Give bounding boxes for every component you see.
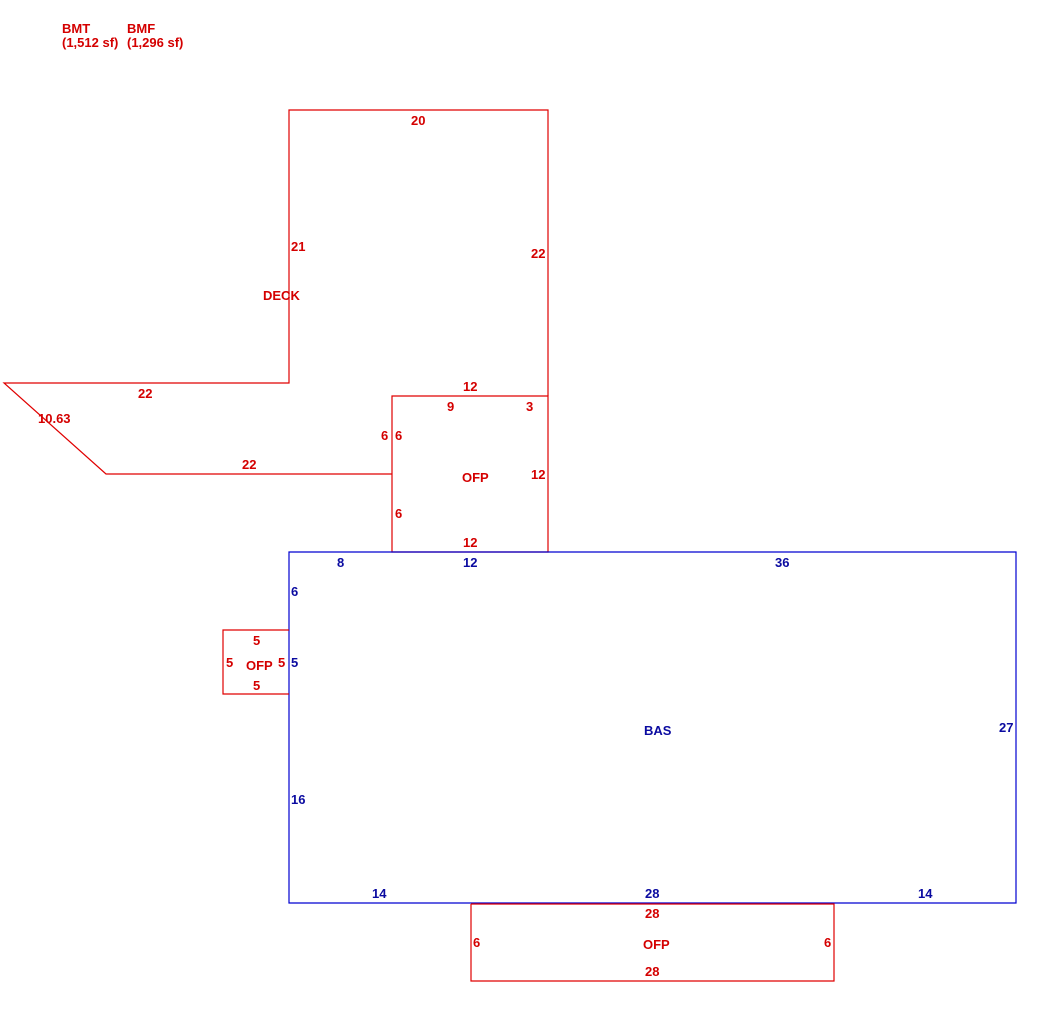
bas-area[interactable]: BAS 8 12 36 6 5 16 27 14 28 14 (288, 551, 1017, 904)
legend-bmt-code: BMT (62, 21, 90, 36)
bas-dim-bottom-right: 14 (918, 886, 933, 901)
ofp-north-dim-top-left: 9 (447, 399, 454, 414)
ofp-west-dim-right: 5 (278, 655, 285, 670)
deck-dim-lower: 22 (242, 457, 256, 472)
ofp-north-dim-top-right: 3 (526, 399, 533, 414)
bas-label: BAS (644, 723, 672, 738)
ofp-north-dim-left-lower: 6 (395, 506, 402, 521)
ofp-north-dim-left-outer: 6 (381, 428, 388, 443)
deck-outline (2, 109, 549, 475)
ofp-west-label: OFP (246, 658, 273, 673)
ofp-south-dim-left: 6 (473, 935, 480, 950)
bas-dim-top-mid: 12 (463, 555, 477, 570)
ofp-west-dim-top: 5 (253, 633, 260, 648)
ofp-west-dim-left: 5 (226, 655, 233, 670)
ofp-south-dim-right: 6 (824, 935, 831, 950)
bas-dim-right: 27 (999, 720, 1013, 735)
ofp-south-dim-bottom: 28 (645, 964, 659, 979)
bas-dim-bottom-mid: 28 (645, 886, 659, 901)
deck-dim-right: 22 (531, 246, 545, 261)
ofp-north-label: OFP (462, 470, 489, 485)
bas-dim-left-bottom: 16 (291, 792, 305, 807)
ofp-north-dim-right: 12 (531, 467, 545, 482)
bas-dim-top-right: 36 (775, 555, 789, 570)
ofp-north-area[interactable]: OFP 12 9 3 6 6 6 12 12 (381, 379, 549, 553)
deck-dim-ledge: 22 (138, 386, 152, 401)
legend: BMT (1,512 sf) BMF (1,296 sf) (62, 21, 183, 50)
ofp-west-outline (222, 629, 289, 695)
legend-bmt-area: (1,512 sf) (62, 35, 118, 50)
ofp-north-dim-top: 12 (463, 379, 477, 394)
bas-dim-left-top: 6 (291, 584, 298, 599)
ofp-south-dim-top: 28 (645, 906, 659, 921)
ofp-north-dim-bottom: 12 (463, 535, 477, 550)
deck-dim-top: 20 (411, 113, 425, 128)
bas-dim-top-left: 8 (337, 555, 344, 570)
ofp-west-dim-bottom: 5 (253, 678, 260, 693)
bas-dim-left-mid: 5 (291, 655, 298, 670)
deck-area[interactable]: DECK 20 21 22 22 10.63 22 (2, 109, 549, 475)
ofp-north-dim-left-inner: 6 (395, 428, 402, 443)
deck-dim-left: 21 (291, 239, 305, 254)
ofp-south-label: OFP (643, 937, 670, 952)
ofp-west-area[interactable]: OFP 5 5 5 5 (222, 629, 289, 695)
bas-dim-bottom-left: 14 (372, 886, 387, 901)
bas-outline (288, 551, 1017, 904)
deck-label: DECK (263, 288, 300, 303)
deck-dim-diagonal: 10.63 (38, 411, 71, 426)
legend-bmf-area: (1,296 sf) (127, 35, 183, 50)
legend-bmf-code: BMF (127, 21, 155, 36)
ofp-south-outline (470, 903, 835, 982)
ofp-south-area[interactable]: OFP 28 6 6 28 (470, 903, 835, 982)
